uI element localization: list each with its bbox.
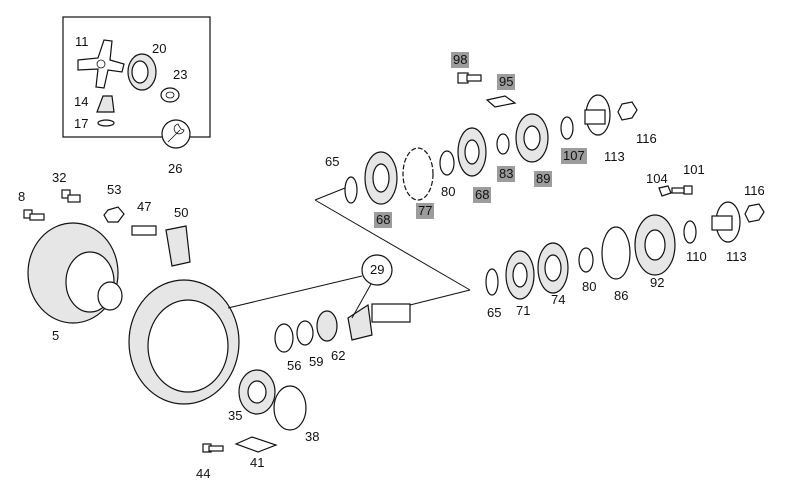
callout-80-lower: 80 [582, 279, 597, 294]
callout-71: 71 [516, 303, 531, 318]
callout-56: 56 [287, 358, 302, 373]
threaded-stud [131, 225, 157, 236]
leader-assembly-3 [409, 289, 471, 306]
differential-carrier [27, 222, 123, 324]
callout-65-lower: 65 [487, 305, 502, 320]
oring-upper [560, 116, 574, 140]
gear-hub-upper-inner [523, 125, 541, 151]
callout-circle-29 [361, 254, 393, 286]
pinion-gear [96, 95, 115, 113]
hex-bolt-3 [61, 189, 81, 203]
hex-bolt [457, 72, 482, 84]
oring-lower [683, 220, 697, 244]
cage-ring-upper [402, 147, 434, 201]
lock-plate-41 [234, 436, 278, 453]
callout-14: 14 [74, 94, 89, 109]
callout-98: 98 [451, 52, 470, 68]
bearing-upper-2-inner [464, 139, 480, 165]
thrust-washer [160, 87, 180, 103]
callout-62: 62 [331, 348, 346, 363]
flange-lower [711, 201, 741, 243]
callout-86: 86 [614, 288, 629, 303]
callout-11: 11 [75, 34, 89, 49]
callout-59: 59 [309, 354, 324, 369]
callout-8: 8 [18, 189, 26, 204]
side-gear [127, 53, 157, 91]
callout-35: 35 [228, 408, 243, 423]
hex-bolt-5 [202, 443, 224, 453]
callout-20: 20 [152, 41, 167, 56]
hex-nut [103, 206, 125, 223]
callout-23: 23 [173, 67, 188, 82]
callout-38: 38 [305, 429, 320, 444]
callout-47: 47 [137, 199, 152, 214]
callout-65-upper: 65 [325, 154, 340, 169]
callout-107: 107 [561, 148, 587, 164]
bearing-lower-2-inner [544, 254, 562, 282]
seal-ring-lower [485, 268, 499, 296]
small-washer [97, 119, 115, 127]
callout-104: 104 [646, 171, 668, 186]
callout-101: 101 [683, 162, 705, 177]
lock-plate [485, 95, 517, 108]
cover-plate [601, 226, 631, 280]
thrust-washer-inner [165, 91, 175, 99]
callout-95: 95 [497, 74, 516, 90]
callout-41: 41 [250, 455, 265, 470]
callout-29: 29 [370, 262, 385, 277]
shim-56 [274, 323, 294, 353]
leader-29a [227, 275, 363, 309]
hex-bolt-2 [671, 185, 693, 195]
callout-26: 26 [168, 161, 183, 176]
callout-89: 89 [534, 171, 553, 187]
bearing-38 [273, 385, 307, 431]
housing-lower-inner [644, 229, 666, 261]
bearing-35-inner [247, 380, 267, 404]
leader-assembly-1 [314, 199, 471, 291]
bearing-lower-1-inner [512, 262, 528, 288]
callout-80-upper: 80 [441, 184, 456, 199]
bracket-block [165, 225, 191, 267]
nut-upper [617, 101, 638, 121]
nut-lower [744, 203, 765, 223]
small-nut [658, 185, 672, 197]
callout-68-right: 68 [473, 187, 492, 203]
callout-53: 53 [107, 182, 122, 197]
callout-110: 110 [686, 249, 707, 264]
inset-frame [62, 16, 211, 138]
hex-bolt-4 [23, 209, 45, 221]
spacer-upper [439, 150, 455, 176]
callout-83: 83 [497, 166, 516, 182]
callout-50: 50 [174, 205, 189, 220]
seal-ring-upper [344, 176, 358, 204]
callout-17: 17 [74, 116, 89, 131]
ring-gear [128, 279, 240, 405]
callout-68-left: 68 [374, 212, 393, 228]
bearing-upper-1-inner [372, 163, 390, 193]
leader-assembly-2 [314, 187, 346, 201]
spider-cross [77, 39, 125, 89]
leader-29b [351, 283, 372, 319]
callout-113-upper: 113 [604, 149, 625, 164]
callout-74: 74 [551, 292, 566, 307]
callout-44: 44 [196, 466, 211, 481]
callout-77: 77 [416, 203, 435, 219]
spacer-lower [578, 247, 594, 273]
callout-5: 5 [52, 328, 60, 343]
washer-59 [296, 320, 314, 346]
wrench-icon [161, 119, 191, 149]
callout-32: 32 [52, 170, 67, 185]
callout-116-upper: 116 [636, 131, 657, 146]
washer-upper [496, 133, 510, 155]
drive-pinion [347, 303, 411, 341]
callout-116-lower: 116 [744, 183, 765, 198]
flange-upper [584, 94, 611, 136]
bearing-62 [316, 310, 338, 342]
callout-113-lower: 113 [726, 249, 747, 264]
callout-92: 92 [650, 275, 665, 290]
